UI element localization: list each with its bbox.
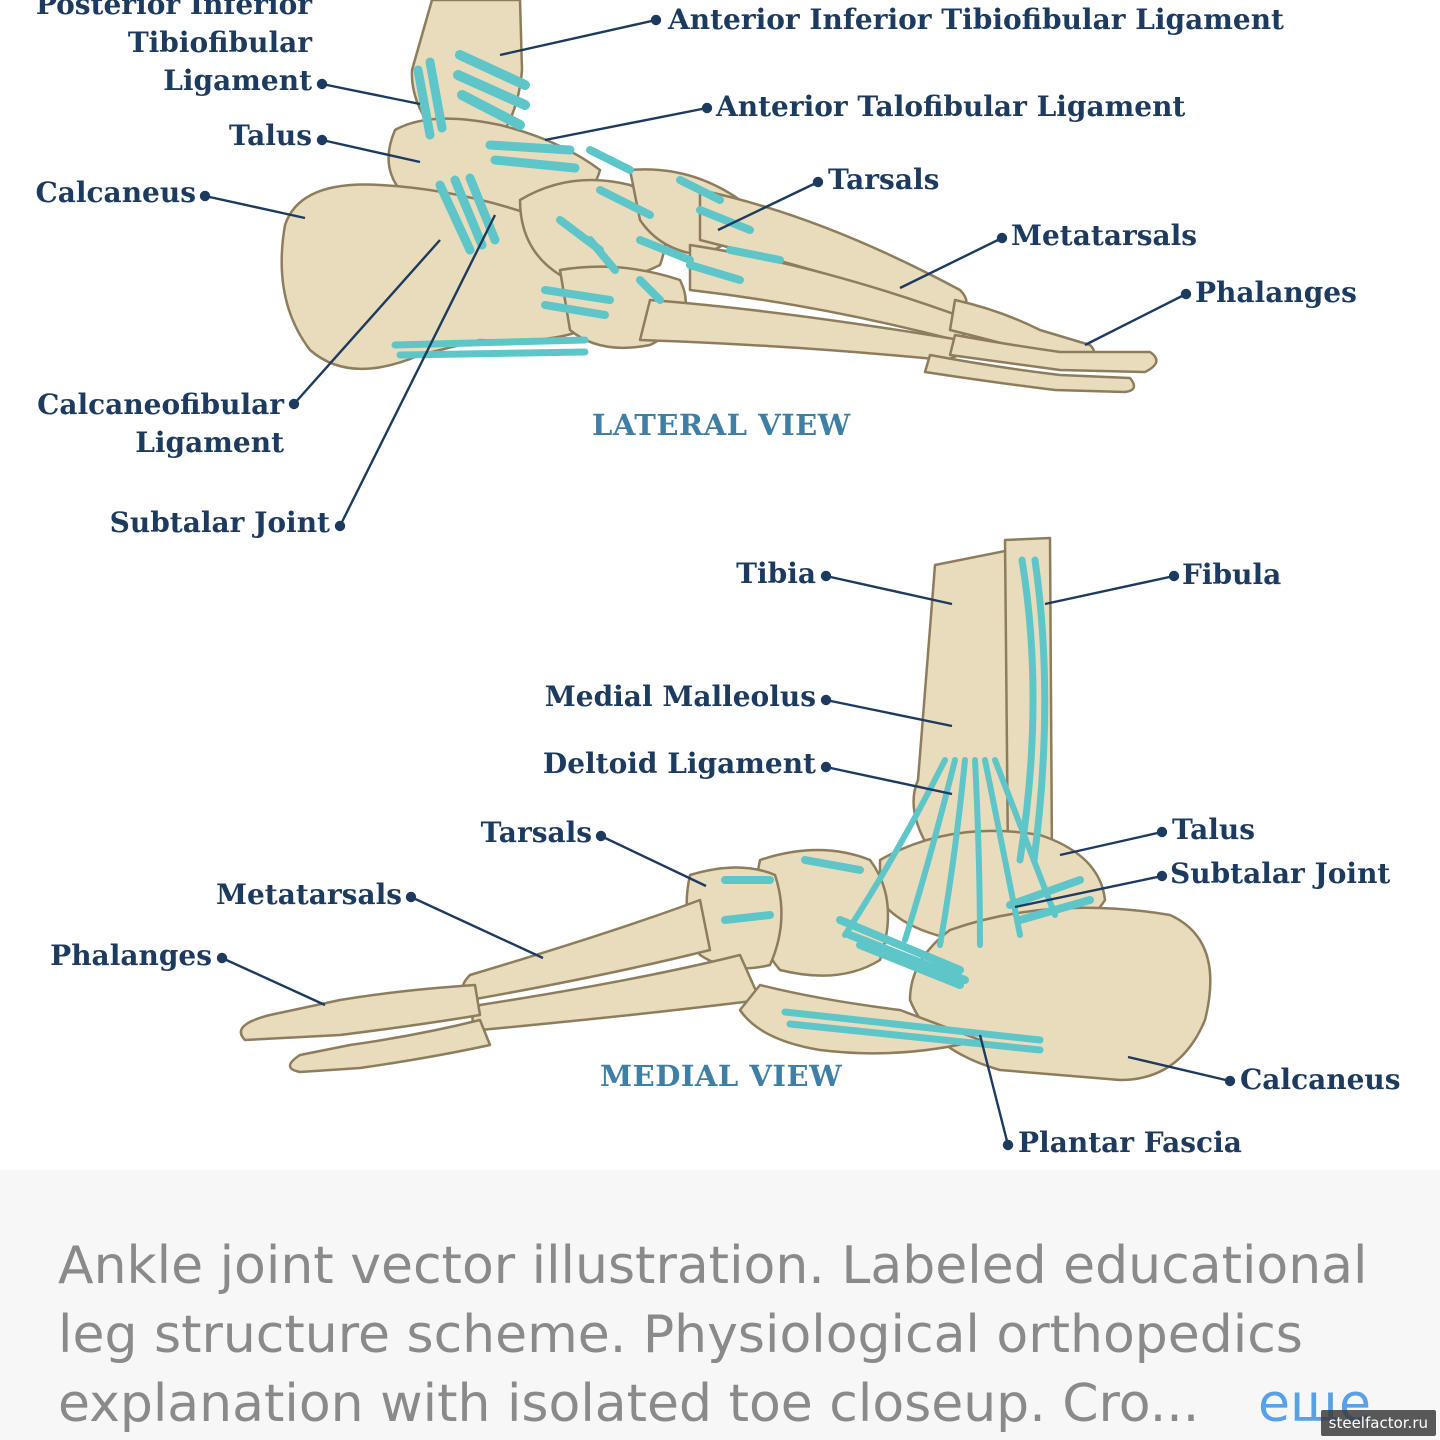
label-deltoid-ligament: Deltoid Ligament bbox=[542, 747, 816, 780]
lateral-ligament-posterior-tibiofibular bbox=[413, 57, 447, 140]
lateral-ligament-plantar bbox=[391, 336, 589, 359]
lateral-ligament-midfoot bbox=[541, 146, 784, 319]
label-anterior-talofibular: Anterior Talofibular Ligament bbox=[716, 90, 1186, 123]
lateral-ligament-anterior-tibiofibular bbox=[453, 50, 530, 130]
label-posterior-tibiofibular-line2: Tibiofibular bbox=[127, 26, 312, 59]
label-lateral-phalanges: Phalanges bbox=[1195, 276, 1357, 309]
medial-view-title: MEDIAL VIEW bbox=[600, 1059, 843, 1093]
lateral-ligament-calcaneofibular bbox=[435, 173, 500, 255]
label-calcaneofibular-line1: Calcaneofibular bbox=[37, 388, 284, 421]
label-lateral-metatarsals: Metatarsals bbox=[1011, 219, 1198, 252]
lateral-ligament-talofibular bbox=[485, 140, 580, 173]
leader-medial-tarsals bbox=[600, 834, 707, 888]
medial-ligament-plantar-fascia bbox=[781, 1008, 1044, 1054]
leader-lateral-phalanges bbox=[1084, 292, 1187, 347]
leader-tibia bbox=[825, 574, 953, 606]
caption-area bbox=[0, 1170, 1440, 1440]
leader-medial-talus bbox=[1059, 830, 1163, 857]
caption-line-1: Ankle joint vector illustration. Labeled… bbox=[58, 1236, 1368, 1296]
label-lateral-calcaneus: Calcaneus bbox=[35, 176, 196, 209]
label-calcaneofibular-line2: Ligament bbox=[135, 426, 284, 459]
leader-lateral-calcaneus bbox=[204, 194, 306, 220]
leader-medial-phalanges bbox=[221, 956, 326, 1007]
label-medial-metatarsals: Metatarsals bbox=[215, 878, 402, 911]
label-lateral-tarsals: Tarsals bbox=[828, 163, 940, 196]
medial-phalanx-row-1 bbox=[239, 983, 482, 1042]
medial-calcaneus-bone bbox=[908, 906, 1212, 1082]
leader-plantar-fascia bbox=[978, 1034, 1010, 1146]
label-medial-phalanges: Phalanges bbox=[50, 939, 212, 972]
lateral-view-title: LATERAL VIEW bbox=[592, 408, 851, 442]
watermark: steelfactor.ru bbox=[1320, 1410, 1436, 1436]
leader-medial-subtalar bbox=[1014, 874, 1163, 909]
leader-lateral-subtalar bbox=[338, 214, 497, 527]
medial-metatarsal-2 bbox=[471, 953, 762, 1032]
leader-fibula bbox=[1044, 574, 1175, 606]
label-plantar-fascia: Plantar Fascia bbox=[1018, 1126, 1242, 1159]
leader-medial-metatarsals bbox=[410, 895, 544, 960]
label-medial-malleolus: Medial Malleolus bbox=[544, 680, 816, 713]
lateral-phalanx-row-2 bbox=[948, 333, 1158, 374]
label-medial-calcaneus: Calcaneus bbox=[1240, 1063, 1401, 1096]
leader-anterior-talofibular bbox=[544, 106, 708, 142]
label-posterior-tibiofibular-line3: Ligament bbox=[163, 64, 312, 97]
caption-line-2: leg structure scheme. Physiological orth… bbox=[58, 1305, 1303, 1365]
medial-ligament-spring bbox=[836, 916, 969, 989]
ankle-diagram: Posterior Inferior Tibiofibular Ligament… bbox=[35, 0, 1401, 1159]
caption-line-3: explanation with isolated toe closeup. C… bbox=[58, 1374, 1200, 1434]
leader-deltoid bbox=[825, 765, 953, 796]
label-posterior-tibiofibular-line1: Posterior Inferior bbox=[35, 0, 312, 21]
lateral-phalanx-row-3 bbox=[923, 353, 1136, 394]
label-anterior-inferior-tibiofibular: Anterior Inferior Tibiofibular Ligament bbox=[668, 3, 1284, 36]
label-medial-tarsals: Tarsals bbox=[480, 816, 592, 849]
anatomy-illustration bbox=[199, 0, 1236, 1151]
label-medial-talus: Talus bbox=[1172, 813, 1256, 846]
leader-lateral-tarsals bbox=[717, 180, 819, 232]
leader-lateral-talus bbox=[321, 138, 421, 164]
medial-ligament-fibula-strands bbox=[1016, 556, 1049, 864]
label-lateral-talus: Talus bbox=[228, 119, 312, 152]
medial-ligament-midfoot bbox=[721, 856, 864, 924]
medial-phalanx-row-2 bbox=[288, 1018, 492, 1074]
label-lateral-subtalar: Subtalar Joint bbox=[109, 506, 330, 539]
label-medial-subtalar: Subtalar Joint bbox=[1170, 857, 1391, 890]
medial-ligament-deltoid bbox=[842, 757, 1058, 948]
medial-ligament-talocalcaneal bbox=[1006, 876, 1094, 924]
leader-posterior-tibiofibular bbox=[321, 82, 421, 106]
leader-anterior-inferior bbox=[499, 18, 657, 57]
leader-medial-calcaneus bbox=[1127, 1055, 1231, 1083]
label-tibia: Tibia bbox=[736, 557, 816, 590]
leader-lateral-metatarsals bbox=[899, 236, 1003, 290]
image-caption: Ankle joint vector illustration. Labeled… bbox=[58, 1232, 1388, 1439]
label-fibula: Fibula bbox=[1182, 558, 1282, 591]
leader-calcaneofibular bbox=[293, 239, 441, 405]
leader-medial-malleolus bbox=[825, 698, 953, 728]
